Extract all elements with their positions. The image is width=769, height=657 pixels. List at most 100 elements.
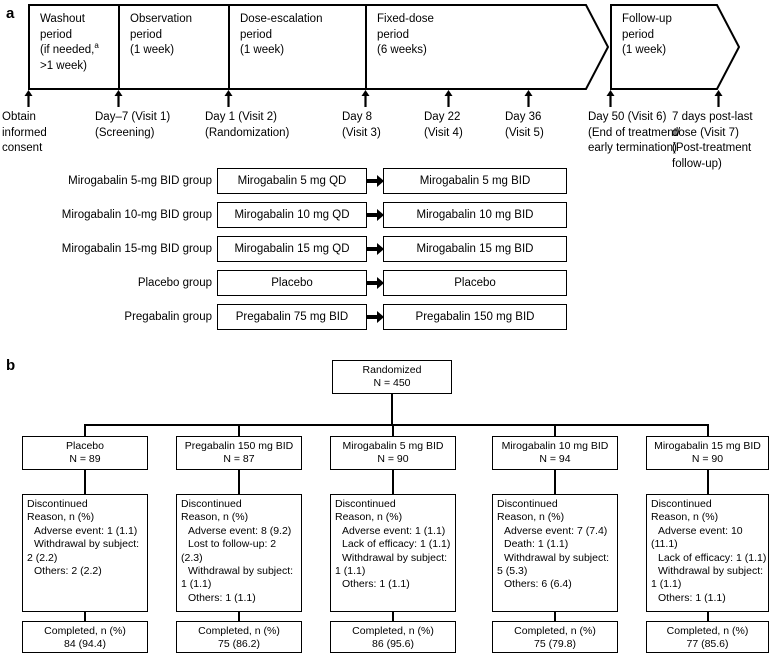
discontinued-subtitle: Reason, n (%) xyxy=(181,511,249,524)
discontinued-reason: Others: 1 (1.1) xyxy=(658,591,726,604)
group-row: Mirogabalin 10-mg BID group Mirogabalin 1… xyxy=(0,202,769,228)
group-row: Pregabalin group Pregabalin 75 mg BID Preg… xyxy=(0,304,769,330)
discontinued-to-completed-line xyxy=(392,612,394,621)
discontinued-reason: Lack of efficacy: 1 (1.1) xyxy=(342,538,451,551)
visit-7-arrow-icon xyxy=(714,90,723,107)
randomized-stem-line xyxy=(391,394,393,424)
discontinued-reason: Adverse event: 1 (1.1) xyxy=(342,524,446,537)
arm-title: Mirogabalin 10 mg BID xyxy=(501,440,609,452)
discontinued-reason: Withdrawal by subject: xyxy=(188,565,294,578)
group-name-label: Placebo group xyxy=(137,277,212,289)
discontinued-title: Discontinued xyxy=(181,498,242,510)
completed-title: Completed, n (%) xyxy=(198,625,280,637)
discontinued-reason: 5 (5.3) xyxy=(497,565,528,578)
discontinued-reason: Withdrawal by subject: xyxy=(504,551,610,564)
fixed-dose-dose-box: Pregabalin 150 mg BID xyxy=(383,304,567,330)
completed-node: Completed, n (%)86 (95.6) xyxy=(330,621,456,653)
discontinued-to-completed-line xyxy=(706,612,709,621)
arm-to-discontinued-line xyxy=(392,470,394,494)
arm-title: Mirogabalin 15 mg BID xyxy=(654,440,761,452)
group-name-label: Pregabalin group xyxy=(124,311,212,323)
group-name-label: Mirogabalin 15-mg BID group xyxy=(61,243,212,255)
dose-escalation-dose-box: Mirogabalin 5 mg QD xyxy=(217,168,367,194)
discontinued-title: Discontinued xyxy=(27,498,88,510)
visit-4-arrow-icon xyxy=(444,90,453,107)
arm-drop-line xyxy=(706,424,709,436)
discontinued-subtitle: Reason, n (%) xyxy=(651,511,719,524)
visit-6-arrow-icon xyxy=(606,90,615,107)
treatment-group-rows: Mirogabalin 5-mg BID group Mirogabalin 5 … xyxy=(0,168,769,344)
completed-value: 75 (79.8) xyxy=(533,638,577,651)
arm-title: Placebo xyxy=(66,440,104,452)
randomized-title: Randomized xyxy=(362,364,422,376)
completed-value: 75 (86.2) xyxy=(217,638,261,651)
discontinued-reason: Adverse event: 7 (7.4) xyxy=(504,524,608,537)
discontinued-reason: Withdrawal by subject: xyxy=(658,565,764,578)
right-arrow-icon xyxy=(367,311,384,323)
dose-escalation-dose-box: Mirogabalin 15 mg QD xyxy=(217,236,367,262)
discontinued-title: Discontinued xyxy=(497,498,558,510)
completed-node: Completed, n (%)75 (86.2) xyxy=(176,621,302,653)
visit-2-arrow-icon xyxy=(224,90,233,107)
discontinued-reason: 1 (1.1) xyxy=(335,565,366,578)
discontinued-reason: (11.1) xyxy=(651,538,678,551)
discontinued-reason: Adverse event: 10 xyxy=(658,524,743,537)
completed-value: 84 (94.4) xyxy=(63,638,107,651)
completed-node: Completed, n (%)84 (94.4) xyxy=(22,621,148,653)
completed-title: Completed, n (%) xyxy=(352,625,434,637)
discontinued-reason: (2.3) xyxy=(181,551,203,564)
fixed-dose-dose-box: Mirogabalin 15 mg BID xyxy=(383,236,567,262)
arm-count: N = 87 xyxy=(223,453,255,466)
discontinued-reason: Withdrawal by subject: xyxy=(34,538,140,551)
discontinued-reason: 1 (1.1) xyxy=(651,578,682,591)
right-arrow-icon xyxy=(367,243,384,255)
group-name-label: Mirogabalin 5-mg BID group xyxy=(68,175,212,187)
discontinued-reason: Adverse event: 8 (9.2) xyxy=(188,524,292,537)
discontinued-reason: Adverse event: 1 (1.1) xyxy=(34,524,138,537)
arm-count: N = 94 xyxy=(539,453,571,466)
visit-consent-arrow-icon xyxy=(24,90,33,107)
arm-drop-line xyxy=(392,424,394,436)
fixed-dose-dose-box: Placebo xyxy=(383,270,567,296)
discontinued-to-completed-line xyxy=(238,612,240,621)
arm-title: Mirogabalin 5 mg BID xyxy=(342,440,444,452)
arm-to-discontinued-line xyxy=(706,470,709,494)
arm-to-discontinued-line xyxy=(84,470,86,494)
visit-6-label: Day 50 (Visit 6)(End of treatment/early … xyxy=(588,111,681,154)
panel-a-label: a xyxy=(6,5,15,22)
dose-escalation-dose-box: Pregabalin 75 mg BID xyxy=(217,304,367,330)
discontinued-subtitle: Reason, n (%) xyxy=(27,511,95,524)
fixed-dose-dose-box: Mirogabalin 5 mg BID xyxy=(383,168,567,194)
visit-5-arrow-icon xyxy=(524,90,533,107)
randomized-node: Randomized N = 450 xyxy=(332,360,452,394)
discontinued-reason: 1 (1.1) xyxy=(181,578,212,591)
visit-3-arrow-icon xyxy=(361,90,370,107)
arm-drop-line xyxy=(238,424,240,436)
discontinued-to-completed-line xyxy=(554,612,556,621)
discontinued-reason: Others: 2 (2.2) xyxy=(34,565,102,578)
group-row: Mirogabalin 15-mg BID group Mirogabalin 1… xyxy=(0,236,769,262)
discontinued-reason: 2 (2.2) xyxy=(27,551,58,564)
right-arrow-icon xyxy=(367,175,384,187)
group-row: Mirogabalin 5-mg BID group Mirogabalin 5 … xyxy=(0,168,769,194)
completed-title: Completed, n (%) xyxy=(514,625,596,637)
arm-to-discontinued-line xyxy=(554,470,556,494)
dose-escalation-dose-box: Mirogabalin 10 mg QD xyxy=(217,202,367,228)
fixed-dose-dose-box: Mirogabalin 10 mg BID xyxy=(383,202,567,228)
distribution-bus-line xyxy=(85,424,708,426)
discontinued-subtitle: Reason, n (%) xyxy=(335,511,403,524)
group-name-label: Mirogabalin 10-mg BID group xyxy=(61,209,212,221)
